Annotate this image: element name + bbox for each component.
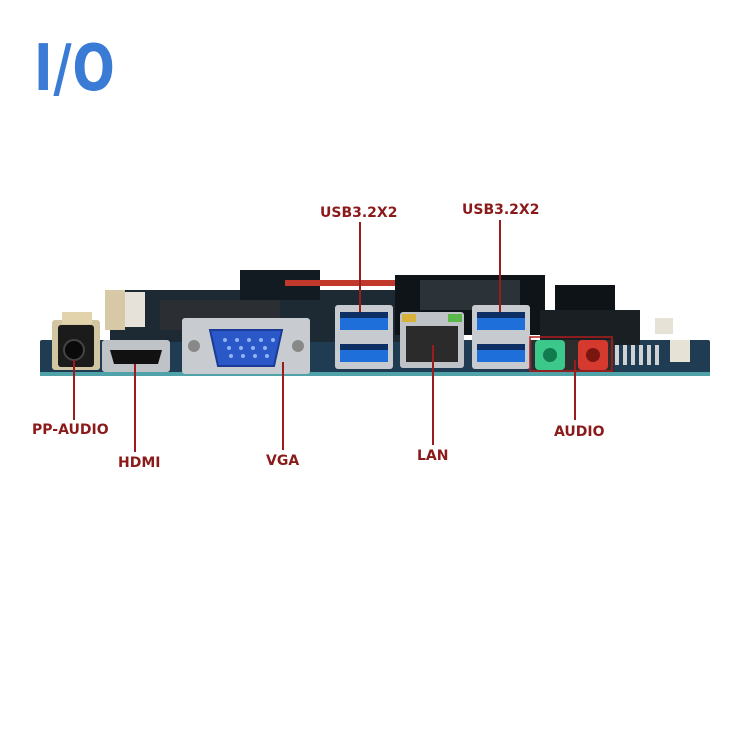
label-hdmi: HDMI [118, 455, 161, 471]
lan-port [400, 312, 464, 368]
label-usb-right: USB3.2X2 [462, 202, 540, 218]
pin-headers [615, 318, 690, 365]
audio-jacks [532, 340, 614, 372]
page-title: I/O [34, 32, 116, 106]
label-vga: VGA [266, 453, 300, 469]
label-lan: LAN [417, 448, 449, 464]
label-usb-left: USB3.2X2 [320, 205, 398, 221]
leader-lines [73, 220, 576, 452]
pp-audio-jack [52, 312, 100, 370]
vga-port [182, 318, 310, 374]
label-pp-audio: PP-AUDIO [32, 422, 109, 438]
usb-port-right [472, 305, 530, 369]
usb-port-left [335, 305, 393, 369]
label-audio: AUDIO [554, 424, 605, 440]
hdmi-port [102, 340, 170, 372]
audio-highlight [529, 336, 613, 372]
